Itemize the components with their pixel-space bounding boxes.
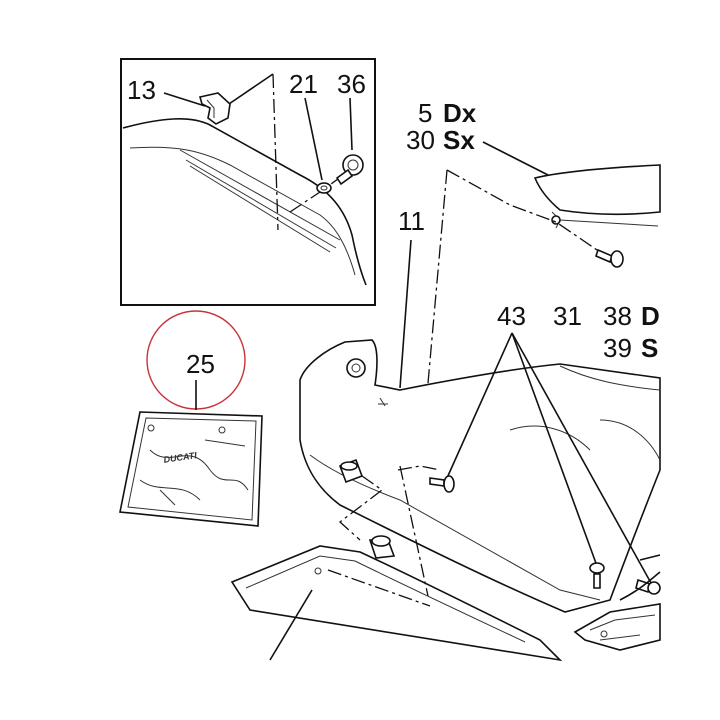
guide-lower-d — [397, 465, 441, 471]
leader-5-30 — [482, 141, 549, 176]
label-dx: Dx — [443, 98, 477, 128]
part-36-head-inner — [347, 159, 359, 171]
lower-tray-hole — [314, 567, 322, 575]
label-38: 38 — [603, 301, 632, 331]
spacer-upper-end — [340, 461, 358, 471]
part-25-hole-right — [218, 426, 226, 434]
part-43-screw-b-shank — [593, 573, 601, 589]
label-sx: Sx — [443, 125, 475, 155]
part-25-pouch — [119, 411, 263, 527]
right-bracket — [573, 554, 661, 651]
label-36: 36 — [337, 69, 366, 99]
part-21-washer-hole — [320, 185, 328, 191]
label-5: 5 — [418, 98, 432, 128]
part-25-group: 25 DUCATI — [119, 310, 263, 527]
label-s: S — [641, 333, 658, 363]
spacer-lower — [368, 535, 396, 559]
right-bracket-outline — [573, 603, 661, 651]
part-13-clip-detail — [206, 99, 215, 118]
guide-lower-b — [399, 465, 429, 597]
inset-panel-inner — [129, 146, 356, 276]
label-31: 31 — [553, 301, 582, 331]
lower-tray-outline — [230, 545, 563, 662]
label-30: 30 — [406, 125, 435, 155]
label-13: 13 — [127, 75, 156, 105]
side-panel-grommet-inner — [351, 363, 361, 373]
part-43-screw-b — [589, 562, 605, 589]
part-31-screw: 31 — [553, 248, 624, 331]
side-panel — [299, 339, 661, 613]
inset-panel-rail — [179, 149, 341, 253]
inset-guide-a — [225, 73, 274, 107]
guide-seat-down — [423, 169, 448, 429]
part-25-pouch-inner — [127, 417, 257, 521]
guide-seat-to-screw — [446, 169, 601, 253]
right-bracket-detail — [589, 614, 656, 641]
right-frame-edge — [619, 554, 661, 601]
right-bracket-hole — [600, 630, 608, 638]
part-25-hole-left — [147, 424, 155, 432]
part-43-screw-a-shank — [429, 477, 445, 487]
side-panel-curve-a — [509, 425, 591, 451]
inset-detail: 13 21 36 — [120, 58, 376, 306]
guide-lower-c — [327, 569, 431, 607]
leader-43-c — [511, 332, 652, 584]
part-31-shank — [595, 248, 613, 264]
part-31-head — [610, 250, 624, 268]
label-39: 39 — [603, 333, 632, 363]
inset-guide-b — [272, 73, 279, 231]
label-d: D — [641, 301, 660, 331]
leader-43-b — [511, 332, 598, 567]
part-25-texture — [139, 439, 249, 506]
leader-11 — [399, 239, 412, 389]
seat-part-5-30: 5 Dx 30 Sx — [406, 98, 661, 229]
side-panel-inner-line — [559, 365, 661, 391]
label-43: 43 — [497, 301, 526, 331]
side-panel-curve-b — [599, 419, 661, 461]
label-21: 21 — [289, 69, 318, 99]
inset-leader-13 — [163, 92, 206, 107]
inset-leader-36 — [349, 97, 353, 151]
seat-bolt-hole — [551, 215, 561, 225]
spacer-lower-end — [371, 535, 391, 547]
part-43-screw-c-head — [647, 581, 661, 595]
side-panel-slot — [378, 397, 388, 407]
lower-tray-inner — [245, 555, 526, 643]
label-11: 11 — [398, 206, 425, 236]
lower-tray — [230, 545, 563, 662]
side-panel-edge — [309, 454, 601, 601]
part-21-washer — [316, 182, 332, 194]
part-43-screw-a — [429, 475, 455, 493]
part-25-logo: DUCATI — [163, 450, 198, 465]
label-25: 25 — [186, 349, 215, 379]
part-43-screw-a-head — [443, 475, 455, 493]
part-36-shank — [335, 168, 354, 186]
guide-lower-a — [338, 475, 384, 541]
leader-43-a — [446, 332, 513, 479]
lower-tray-leader — [269, 589, 313, 661]
inset-leader-21 — [304, 97, 323, 181]
side-panel-grommet — [346, 358, 366, 378]
seat-body — [533, 164, 661, 215]
part-43-screw-b-head — [589, 562, 605, 574]
